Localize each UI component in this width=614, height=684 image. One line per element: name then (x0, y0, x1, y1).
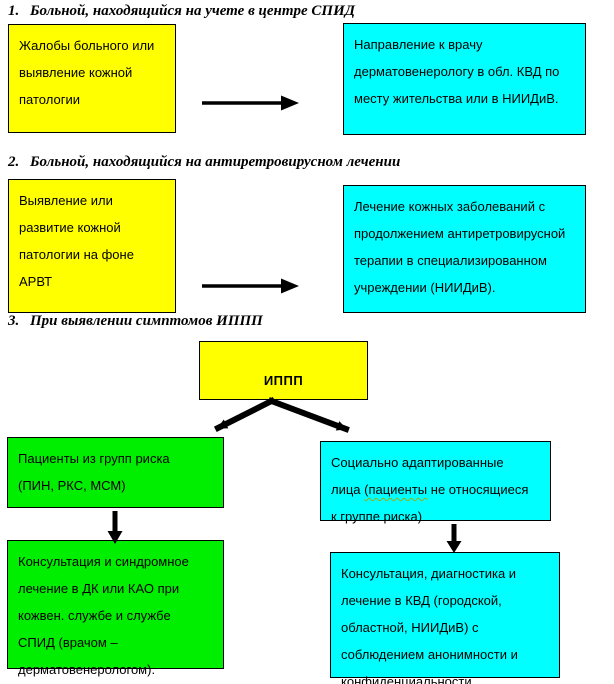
arrow-branch-left-icon (213, 396, 276, 433)
section-1-heading: 1. Больной, находящийся на учете в центре… (8, 3, 355, 20)
section-1-number: 1. (8, 3, 20, 19)
syndromic-treatment-box: Консультация и синдромное лечение в ДК и… (7, 540, 224, 677)
adapted-persons-box: Социально адаптированные лица (пациенты … (320, 441, 551, 524)
arrow-branch-right-icon (267, 397, 350, 433)
ippp-root-box: ИППП (199, 341, 368, 400)
referral-box: Направление к врачу дерматовенерологу в … (343, 23, 586, 135)
arvt-treatment-box: Лечение кожных заболеваний с продолжение… (343, 185, 586, 313)
arrow-right-section1-icon (202, 95, 299, 111)
arrow-down-right-icon (446, 524, 462, 553)
section-2-title: Больной, находящийся на антиретровирусно… (30, 154, 401, 170)
section-3-heading: 3. При выявлении симптомов ИППП (8, 313, 263, 330)
arvt-pathology-box: Выявление или развитие кожной патологии … (8, 179, 176, 313)
section-2-heading: 2. Больной, находящийся на антиретровирус… (8, 154, 400, 171)
section-3-number: 3. (8, 313, 20, 329)
adapted-persons-text-pre: Социально адаптированные лица (331, 455, 504, 497)
arrow-right-section2-icon (202, 278, 299, 294)
complaints-box: Жалобы больного или выявление кожной пат… (8, 24, 176, 133)
risk-groups-box: Пациенты из групп риска (ПИН, РКС, МСМ) (7, 437, 224, 508)
section-2-number: 2. (8, 154, 20, 170)
section-1-title: Больной, находящийся на учете в центре С… (30, 3, 356, 19)
adapted-persons-text-post: не относящиеся к группе риска) (331, 482, 529, 524)
section-3-title: При выявлении симптомов ИППП (30, 313, 263, 329)
kvd-treatment-box: Консультация, диагностика и лечение в КВ… (330, 552, 560, 684)
adapted-persons-text-wavy: (пациенты (364, 482, 428, 497)
